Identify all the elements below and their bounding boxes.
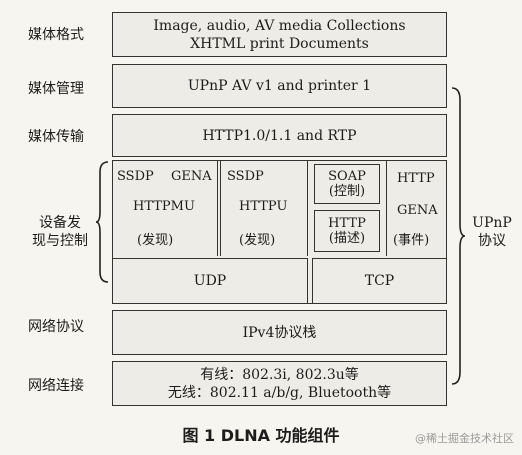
- figure-caption: 图 1 DLNA 功能组件: [182, 426, 340, 445]
- layer-label-media-management: 媒体管理: [28, 81, 84, 97]
- httpmu-ssdp: SSDP: [117, 169, 154, 184]
- httpu-protocol: HTTPU: [239, 199, 288, 214]
- layer-label-device-discovery-line1: 设备发: [39, 215, 81, 231]
- http-description-note: (描述): [328, 231, 366, 246]
- network-connection-box: 有线：802.3i, 802.3u等 无线：802.11 a/b/g, Blue…: [112, 361, 447, 406]
- httpmu-gena: GENA: [171, 169, 212, 184]
- media-transport-text: HTTP1.0/1.1 and RTP: [202, 127, 357, 144]
- layer-label-network-connection: 网络连接: [28, 378, 84, 394]
- layer-label-network-protocol: 网络协议: [28, 319, 84, 335]
- media-format-box: Image, audio, AV media Collections XHTML…: [112, 12, 447, 57]
- http-gena-http: HTTP: [397, 171, 435, 186]
- media-format-line1: Image, audio, AV media Collections: [153, 17, 406, 34]
- udp-box: UDP: [112, 258, 308, 304]
- network-protocol-text: IPv4协议栈: [242, 324, 317, 341]
- network-connection-line2: 无线：802.11 a/b/g, Bluetooth等: [167, 384, 392, 401]
- soap-box: SOAP (控制): [314, 164, 380, 204]
- tcp-box: TCP: [312, 258, 447, 304]
- upnp-brace: [451, 87, 466, 385]
- tcp-text: TCP: [364, 273, 395, 289]
- network-protocol-box: IPv4协议栈: [112, 310, 447, 355]
- http-gena-note: (事件): [393, 233, 430, 248]
- media-management-text: UPnP AV v1 and printer 1: [187, 78, 372, 94]
- httpmu-cell: SSDP GENA HTTPMU (发现): [113, 161, 218, 256]
- httpmu-protocol: HTTPMU: [133, 199, 195, 214]
- media-format-line2: XHTML print Documents: [190, 35, 369, 52]
- httpu-cell: SSDP HTTPU (发现): [220, 161, 308, 256]
- soap-name: SOAP: [328, 169, 366, 184]
- httpmu-note: (发现): [137, 233, 174, 248]
- layer-label-media-transport: 媒体传输: [28, 129, 84, 145]
- udp-text: UDP: [193, 273, 227, 289]
- http-gena-cell: HTTP GENA (事件): [386, 161, 446, 256]
- upnp-brace-label-line2: 协议: [478, 233, 506, 249]
- media-management-box: UPnP AV v1 and printer 1: [112, 64, 447, 108]
- layer-label-media-format: 媒体格式: [28, 27, 84, 43]
- httpu-note: (发现): [239, 233, 276, 248]
- layer-label-device-discovery: 设备发 现与控制: [10, 214, 110, 250]
- http-description-box: HTTP (描述): [314, 210, 380, 252]
- device-discovery-brace: [96, 161, 109, 283]
- soap-note: (控制): [328, 184, 366, 199]
- upnp-brace-label-line1: UPnP: [472, 215, 512, 231]
- layer-label-device-discovery-line2: 现与控制: [32, 233, 88, 249]
- http-gena-gena: GENA: [397, 203, 438, 218]
- httpu-ssdp: SSDP: [227, 169, 264, 184]
- watermark: @稀土掘金技术社区: [415, 432, 514, 445]
- upnp-brace-label: UPnP 协议: [466, 214, 518, 250]
- http-description-name: HTTP: [328, 216, 366, 231]
- network-connection-line1: 有线：802.3i, 802.3u等: [200, 366, 359, 383]
- media-transport-box: HTTP1.0/1.1 and RTP: [112, 114, 447, 157]
